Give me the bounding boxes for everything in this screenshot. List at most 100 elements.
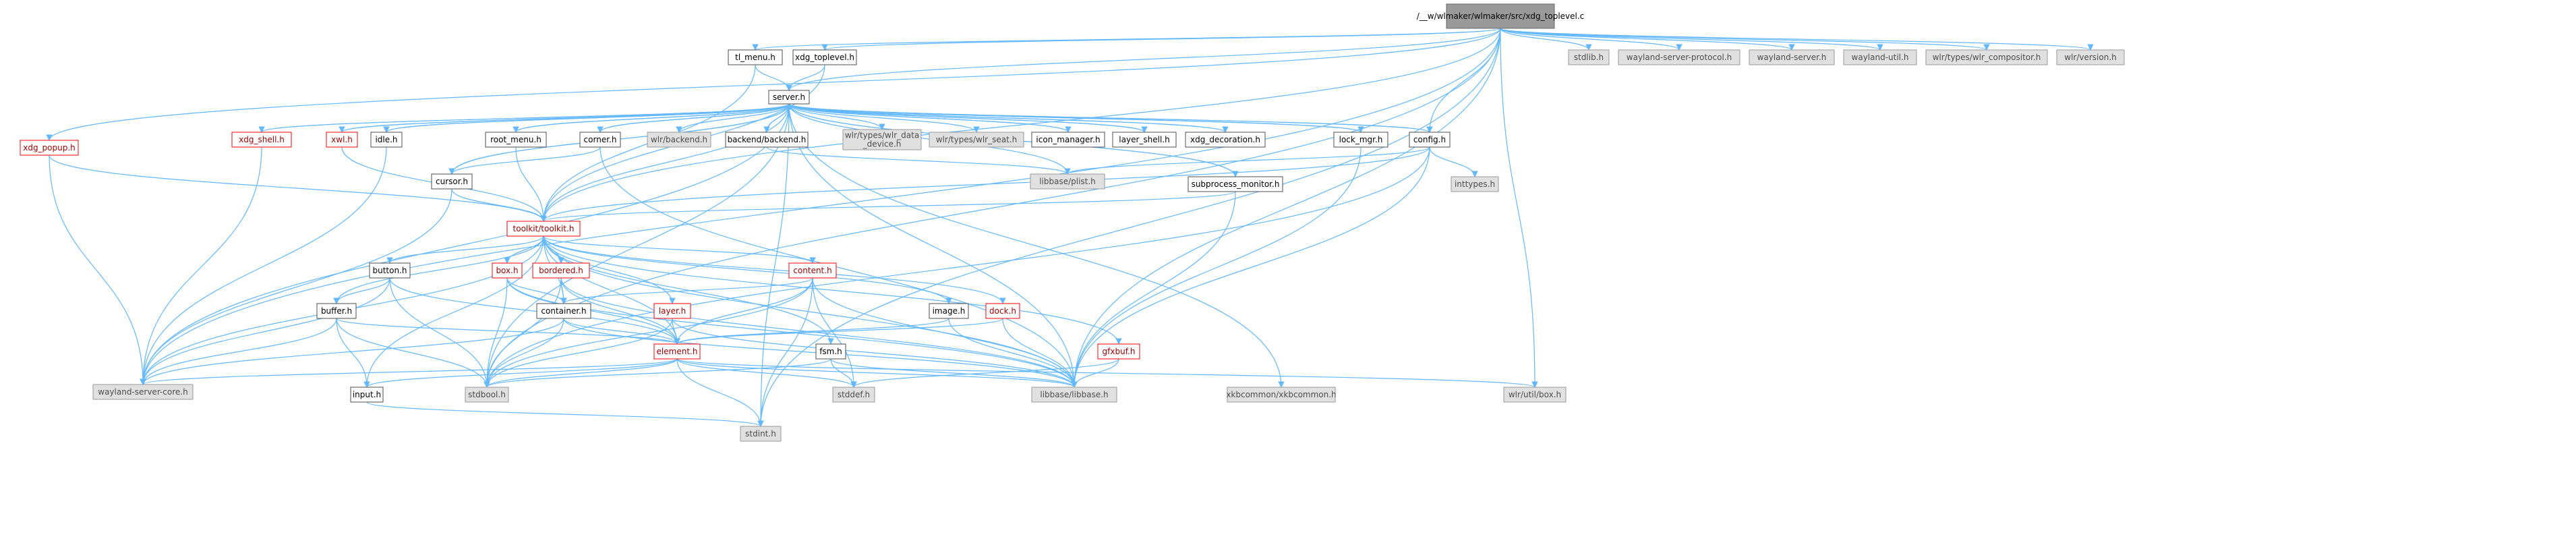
node-label: input.h [353,390,381,399]
node-element[interactable]: element.h [653,343,701,360]
node-label: wayland-util.h [1852,53,1909,62]
edge-xdg_popup-to-toolkit [49,154,547,222]
node-input[interactable]: input.h [350,387,384,403]
edge-content-to-stddef [812,277,857,388]
node-button[interactable]: button.h [369,262,411,279]
node-root[interactable]: /__w/wlmaker/wlmaker/src/xdg_toplevel.c [1417,3,1585,29]
edge-element-to-input [363,358,678,388]
node-lock-mgr[interactable]: lock_mgr.h [1333,132,1388,148]
node-dock[interactable]: dock.h [985,303,1020,319]
edge-xdg_toplevel-to-server [786,64,825,91]
node-label: stdlib.h [1574,53,1604,62]
edge-bordered-to-stdbool [484,277,562,388]
edge-config-to-libbase [1071,146,1430,388]
node-box [815,343,846,360]
node-idle[interactable]: idle.h [370,132,403,148]
node-box [1031,132,1105,148]
node-box [485,132,547,148]
node-xdg-popup[interactable]: xdg_popup.h [20,140,79,156]
node-content[interactable]: content.h [788,262,837,279]
edge-button-to-buffer [333,277,390,304]
edge-config-to-inttypes [1429,146,1478,177]
node-fsm[interactable]: fsm.h [815,343,846,360]
node-icon-manager[interactable]: icon_manager.h [1031,132,1105,148]
edge-lock_mgr-to-libbase [1071,146,1362,388]
node-buffer[interactable]: buffer.h [316,303,357,319]
node-server[interactable]: server.h [768,90,810,105]
node-box [431,173,473,190]
node-box [492,262,523,279]
node-box [579,132,621,148]
node-box [1031,387,1117,403]
node-layer-shell[interactable]: layer_shell.h [1112,132,1177,148]
edge-content-to-libbase [812,277,1078,388]
node-box [929,303,969,319]
edge-server-to-wl_server_core [140,103,790,385]
node-config[interactable]: config.h [1409,132,1451,148]
node-box [929,132,1024,148]
node-label: gfxbuf.h [1103,347,1136,356]
node-layer: /__w/wlmaker/wlmaker/src/xdg_toplevel.ct… [20,3,2125,442]
edge-corner-to-libbase [599,146,1078,388]
node-wlr-version: wlr/version.h [2056,49,2125,65]
node-label: wayland-server-core.h [98,387,187,397]
node-box [1618,49,1740,65]
node-stdlib: stdlib.h [1568,49,1610,65]
node-box [1409,132,1451,148]
node-label: bordered.h [539,266,583,275]
node-label: wayland-server-protocol.h [1627,53,1732,62]
node-corner[interactable]: corner.h [579,132,621,148]
node-xdg-toplevel[interactable]: xdg_toplevel.h [792,49,857,65]
node-label: icon_manager.h [1036,135,1100,144]
edge-toolkit-to-image [543,235,952,304]
node-box [1749,49,1835,65]
node-box [740,426,782,442]
node-box [370,132,403,148]
edge-xdg_shell-to-wl_server_core [140,146,262,385]
node-tl-menu[interactable]: tl_menu.h [728,49,783,65]
edge-server-to-xkbcommon [788,103,1285,388]
node-backend[interactable]: backend/backend.h [725,132,809,148]
edge-server-to-libbase [788,103,1078,388]
edge-bordered-to-element [560,277,680,345]
node-label: xdg_popup.h [23,143,76,152]
edge-idle-to-wl_server_core [140,146,387,385]
node-xdg-decoration[interactable]: xdg_decoration.h [1185,132,1266,148]
node-gfxbuf[interactable]: gfxbuf.h [1097,343,1140,360]
node-box [92,384,194,400]
node-subprocess[interactable]: subprocess_monitor.h [1188,176,1283,192]
edge-buffer-to-wl_server_core [140,318,337,385]
node-box [647,132,711,148]
node-label: idle.h [375,135,397,144]
node-bordered[interactable]: bordered.h [532,262,590,279]
edge-xdg_decoration-to-server [786,103,1226,133]
node-wlr-data-device: wlr/types/wlr_data_device.h [842,129,922,150]
node-box [506,221,581,237]
edge-buffer-to-stdbool [336,318,490,388]
node-wlr-box: wlr/util/box.h [1503,387,1567,403]
node-toolkit[interactable]: toolkit/toolkit.h [506,221,581,237]
node-label: wlr/types/wlr_data [845,131,919,140]
node-box [1333,132,1388,148]
node-cursor[interactable]: cursor.h [431,173,473,190]
node-wlr-seat: wlr/types/wlr_seat.h [929,132,1024,148]
node-box [1446,3,1555,29]
node-image[interactable]: image.h [929,303,969,319]
node-label: wlr/types/wlr_compositor.h [1933,53,2041,62]
node-root-menu[interactable]: root_menu.h [485,132,547,148]
node-label: libbase/plist.h [1039,177,1096,186]
node-box [1185,132,1266,148]
node-label: backend/backend.h [728,135,807,144]
node-xdg-shell[interactable]: xdg_shell.h [231,132,292,148]
node-xwl[interactable]: xwl.h [326,132,358,148]
node-wlr-backend: wlr/backend.h [647,132,711,148]
node-box [1030,173,1105,190]
edge-button-to-element [389,277,680,345]
node-layer[interactable]: layer.h [653,303,691,319]
node-box[interactable]: box.h [492,262,523,279]
node-label: toolkit/toolkit.h [513,224,575,233]
node-stdint: stdint.h [740,426,782,442]
node-container[interactable]: container.h [536,303,591,319]
node-box [653,343,701,360]
